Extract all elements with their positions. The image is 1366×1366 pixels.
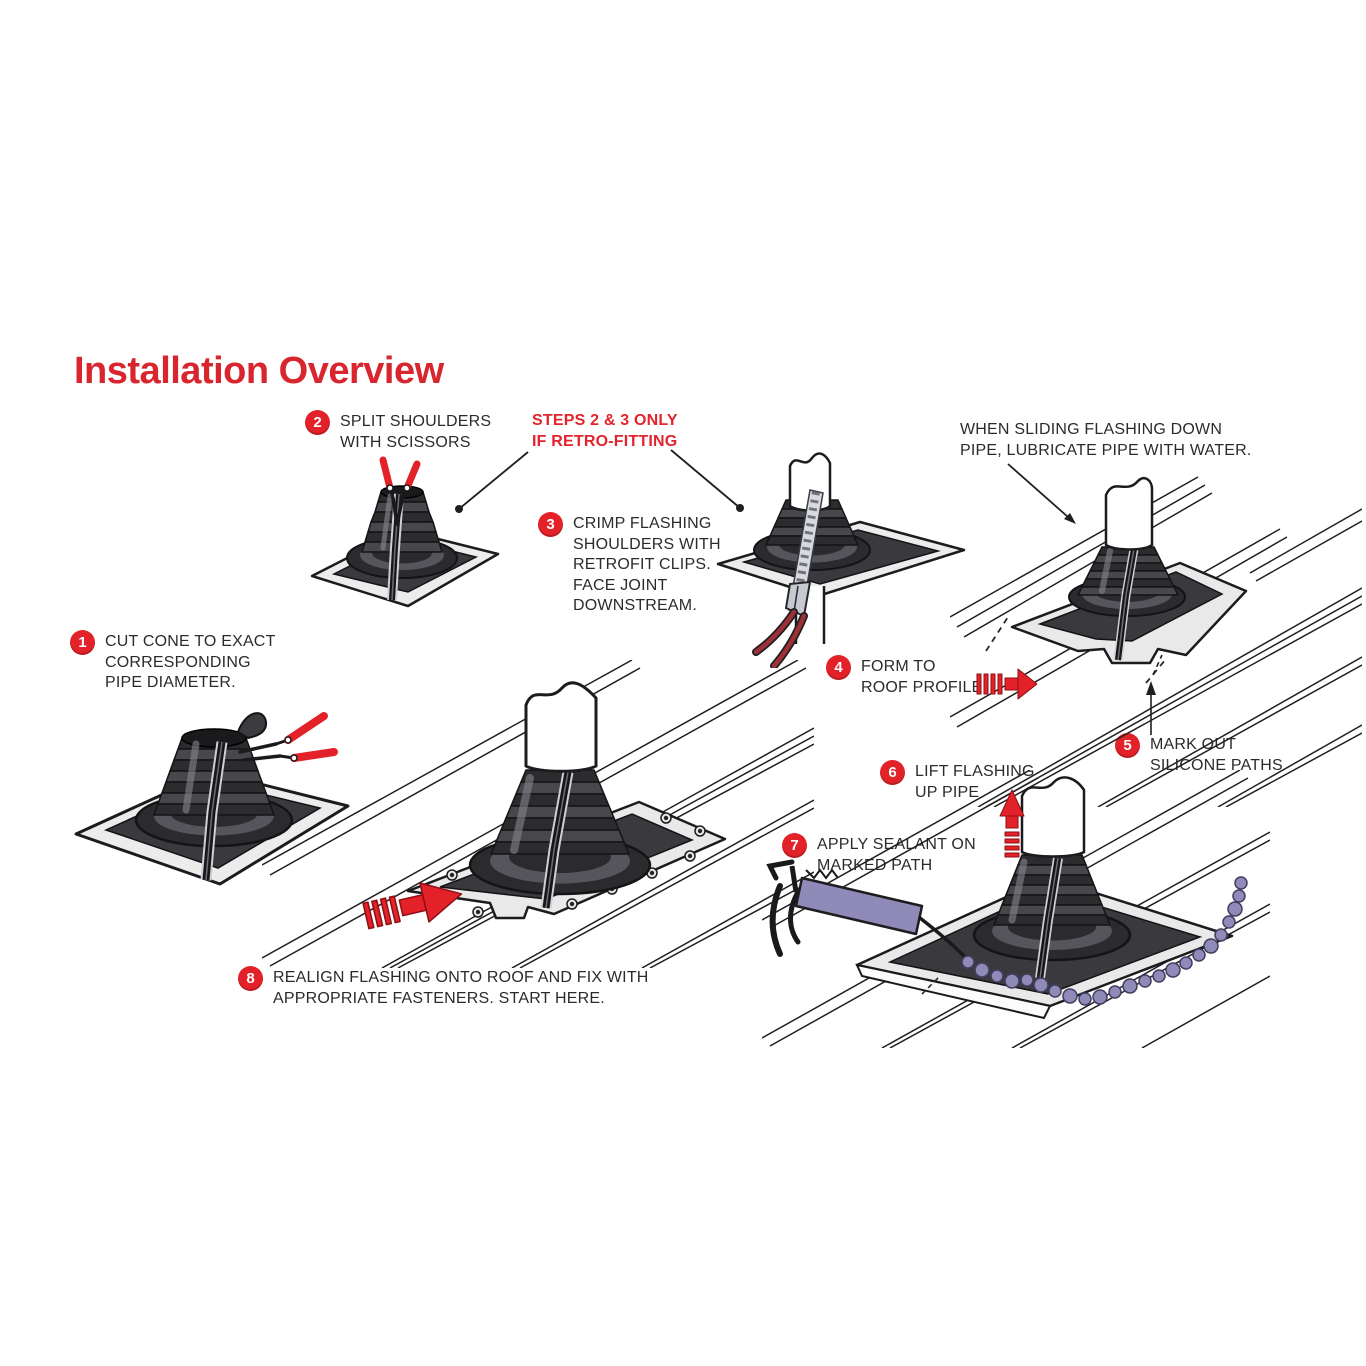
step-4-label: 4 FORM TO ROOF PROFILE <box>826 655 1026 698</box>
pipe <box>1020 776 1086 858</box>
illustration-form-roof-profile <box>950 455 1362 807</box>
illustration-realign-fasten <box>262 660 814 968</box>
step-8-text: REALIGN FLASHING ONTO ROOF AND FIX WITH … <box>273 969 649 1007</box>
apply-sealant-drawing <box>762 770 1270 1048</box>
pliers-icon <box>752 580 812 668</box>
step-3-number-badge: 3 <box>538 512 563 537</box>
lubricate-note: WHEN SLIDING FLASHING DOWN PIPE, LUBRICA… <box>960 421 1252 459</box>
step-8-label: 8 REALIGN FLASHING ONTO ROOF AND FIX WIT… <box>238 966 668 1009</box>
step-6-label: 6 LIFT FLASHING UP PIPE <box>880 760 1080 803</box>
lift-up-arrow-icon <box>999 789 1025 858</box>
step-4-text: FORM TO ROOF PROFILE <box>861 658 983 696</box>
lifted-edge <box>855 963 1052 1020</box>
caulking-gun-icon <box>766 859 966 958</box>
step-3-text: CRIMP FLASHING SHOULDERS WITH RETROFIT C… <box>573 515 721 614</box>
step-2-number-badge: 2 <box>305 410 330 435</box>
step-2-label: 2 SPLIT SHOULDERS WITH SCISSORS <box>305 410 525 453</box>
step-8-number-badge: 8 <box>238 966 263 991</box>
cut-cone-drawing <box>74 712 350 886</box>
realign-arrow-icon <box>362 882 463 930</box>
step-7-number-badge: 7 <box>782 833 807 858</box>
step-1-text: CUT CONE TO EXACT CORRESPONDING PIPE DIA… <box>105 633 276 691</box>
pipe <box>524 681 598 773</box>
split-shoulders-drawing <box>310 456 500 608</box>
illustration-apply-sealant <box>762 770 1270 1048</box>
step-5-pointer <box>1146 654 1163 735</box>
step-3-label: 3 CRIMP FLASHING SHOULDERS WITH RETROFIT… <box>538 512 758 617</box>
scissors-icon <box>379 456 421 526</box>
retrofit-note: STEPS 2 & 3 ONLY IF RETRO-FITTING <box>532 412 678 450</box>
form-roof-drawing <box>950 476 1362 807</box>
sealant-bead <box>961 876 1248 1006</box>
illustration-cut-cone <box>62 672 352 892</box>
cut-rubber-curl <box>236 712 268 740</box>
scissors-icon <box>238 712 338 762</box>
illustration-split-shoulders <box>300 448 510 623</box>
illustration-crimp-clips <box>698 436 988 668</box>
step-6-text: LIFT FLASHING UP PIPE <box>915 763 1035 801</box>
step-2-text: SPLIT SHOULDERS WITH SCISSORS <box>340 413 492 451</box>
step-6-number-badge: 6 <box>880 760 905 785</box>
silicone-path-dashes <box>985 616 1167 684</box>
crimp-clips-drawing <box>716 452 966 668</box>
marked-path-dashes <box>921 977 939 995</box>
step-4-number-badge: 4 <box>826 655 851 680</box>
roof-rib-lines <box>950 476 1362 807</box>
page-title: Installation Overview <box>74 350 444 392</box>
pipe <box>1104 476 1154 551</box>
step-1-label: 1 CUT CONE TO EXACT CORRESPONDING PIPE D… <box>70 630 330 694</box>
realign-fasten-drawing <box>262 660 814 968</box>
step-1-number-badge: 1 <box>70 630 95 655</box>
